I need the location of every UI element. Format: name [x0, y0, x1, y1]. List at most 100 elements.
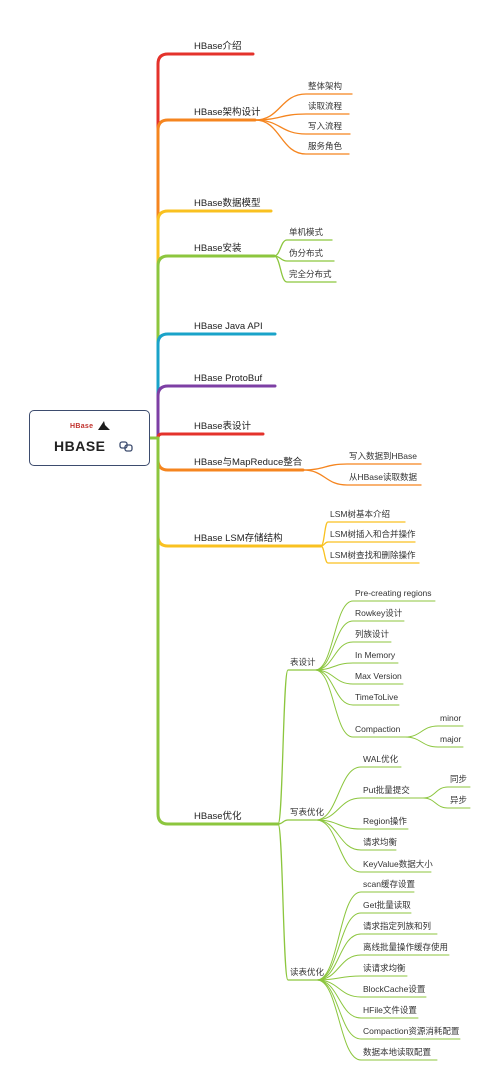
connector-line: [320, 545, 420, 564]
subtopic-node[interactable]: 写入数据到HBase: [349, 451, 418, 461]
root-node[interactable]: HBase HBASE: [29, 410, 150, 466]
connector-line: [316, 979, 438, 1061]
subtopic-node[interactable]: LSM树查找和删除操作: [330, 550, 416, 560]
leaf-node[interactable]: WAL优化: [363, 754, 399, 764]
connector-line: [302, 469, 422, 486]
subtopic-node[interactable]: 伪分布式: [289, 248, 324, 258]
connector-line: [314, 620, 405, 671]
connector-line: [156, 432, 265, 440]
connector-line: [315, 766, 402, 821]
connector-line: [316, 975, 408, 981]
connector-line: [320, 541, 416, 547]
connector-line: [156, 436, 280, 826]
connector-line: [156, 332, 277, 440]
branch-node[interactable]: HBase ProtoBuf: [194, 373, 263, 384]
leaf-node[interactable]: 同步: [450, 774, 468, 784]
leaf-node[interactable]: 请求均衡: [363, 837, 398, 847]
branch-node[interactable]: HBase数据模型: [194, 198, 261, 209]
leaf-node[interactable]: major: [440, 734, 462, 744]
connector-line: [156, 436, 323, 548]
leaf-node[interactable]: minor: [440, 713, 462, 723]
connector-line: [316, 979, 419, 1019]
leaf-node[interactable]: TimeToLive: [355, 692, 399, 702]
connector-line: [273, 239, 333, 257]
connector-line: [316, 954, 450, 981]
leaf-node[interactable]: 异步: [450, 795, 468, 805]
subtopic-node[interactable]: LSM树插入和合并操作: [330, 529, 416, 539]
branch-node[interactable]: HBase Java API: [194, 321, 263, 332]
subtopic-node[interactable]: 读取流程: [308, 101, 343, 111]
connector-line: [315, 819, 432, 873]
connector-line: [316, 891, 415, 981]
orca-icon: [98, 421, 110, 430]
hbase-logo: HBase: [70, 421, 112, 435]
link-icon[interactable]: [119, 439, 133, 453]
subtopic-node[interactable]: LSM树基本介绍: [330, 509, 390, 519]
connector-line: [315, 797, 424, 821]
connector-line: [316, 933, 438, 981]
leaf-node[interactable]: 离线批量操作缓存使用: [363, 942, 449, 952]
branch-node[interactable]: HBase架构设计: [194, 107, 261, 118]
connector-line: [156, 254, 276, 440]
connector-line: [315, 819, 397, 851]
connector-line: [302, 463, 422, 471]
connector-line: [314, 669, 400, 706]
connector-line: [422, 786, 471, 799]
connector-line: [314, 600, 436, 671]
leaf-node[interactable]: Pre-creating regions: [355, 588, 432, 598]
connector-line: [315, 819, 409, 830]
branch-node[interactable]: HBase LSM存储结构: [194, 533, 283, 544]
connector-line: [314, 669, 406, 738]
connector-line: [314, 641, 392, 671]
leaf-node[interactable]: 请求指定列族和列: [363, 921, 432, 931]
branch-node[interactable]: HBase与MapReduce整合: [194, 457, 303, 468]
leaf-node[interactable]: In Memory: [355, 650, 396, 660]
connector-line: [254, 119, 350, 155]
leaf-node[interactable]: 读请求均衡: [363, 963, 406, 973]
leaf-node[interactable]: 列族设计: [355, 629, 390, 639]
connector-line: [422, 797, 471, 809]
connector-line: [404, 736, 464, 748]
subtopic-node[interactable]: 整体架构: [308, 81, 343, 91]
connector-line: [156, 52, 255, 440]
leaf-node[interactable]: Rowkey设计: [355, 608, 403, 618]
leaf-node[interactable]: scan缓存设置: [363, 879, 415, 889]
subtopic-node[interactable]: 写入流程: [308, 121, 343, 131]
connector-line: [156, 118, 257, 440]
root-title: HBASE: [54, 438, 106, 454]
leaf-node[interactable]: Get批量读取: [363, 900, 411, 910]
connector-line: [277, 669, 316, 825]
connector-line: [254, 119, 351, 135]
subtopic-node[interactable]: 表设计: [290, 657, 316, 667]
branch-node[interactable]: HBase安装: [194, 243, 242, 254]
connector-line: [314, 662, 399, 671]
branch-node[interactable]: HBase优化: [194, 811, 242, 822]
branch-node[interactable]: HBase表设计: [194, 421, 252, 432]
leaf-node[interactable]: BlockCache设置: [363, 984, 426, 994]
subtopic-node[interactable]: 写表优化: [290, 807, 325, 817]
connector-line: [316, 912, 412, 981]
subtopic-node[interactable]: 单机模式: [289, 227, 324, 237]
branch-node[interactable]: HBase介绍: [194, 41, 242, 52]
subtopic-node[interactable]: 完全分布式: [289, 269, 332, 279]
connector-line: [273, 255, 337, 283]
subtopic-node[interactable]: 读表优化: [290, 967, 325, 977]
leaf-node[interactable]: Compaction资源消耗配置: [363, 1026, 460, 1036]
connector-line: [277, 823, 318, 981]
connector-line: [156, 384, 277, 440]
subtopic-node[interactable]: 服务角色: [308, 141, 343, 151]
leaf-node[interactable]: 数据本地读取配置: [363, 1047, 432, 1057]
subtopic-node[interactable]: 从HBase读取数据: [349, 472, 418, 482]
connector-line: [404, 725, 464, 738]
leaf-node[interactable]: KeyValue数据大小: [363, 859, 433, 869]
leaf-node[interactable]: HFile文件设置: [363, 1005, 417, 1015]
leaf-node[interactable]: Compaction: [355, 724, 401, 734]
connector-line: [156, 209, 273, 440]
hbase-logo-text: HBase: [70, 423, 94, 430]
connector-line: [320, 521, 406, 547]
leaf-node[interactable]: Region操作: [363, 816, 407, 826]
leaf-node[interactable]: Max Version: [355, 671, 402, 681]
connector-line: [277, 819, 317, 825]
leaf-node[interactable]: Put批量提交: [363, 785, 410, 795]
